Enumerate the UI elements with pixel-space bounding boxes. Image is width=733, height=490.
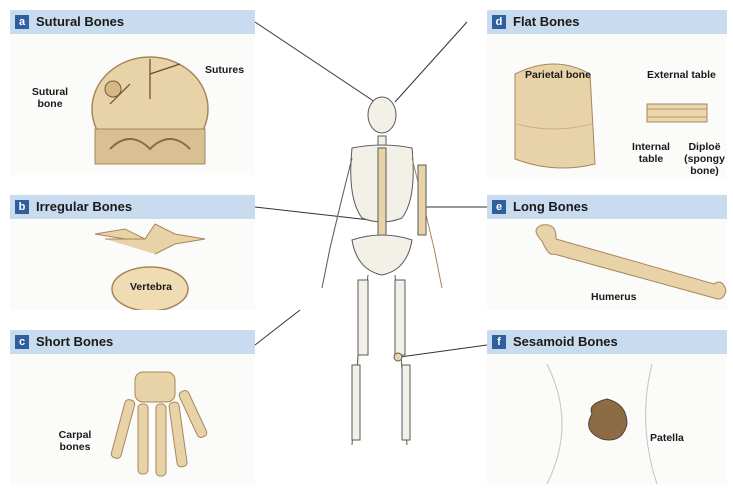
panel-title: Long Bones [513,199,588,214]
label-sutures: Sutures [205,64,244,76]
panel-body: Patella [487,354,727,485]
panel-body: Humerus [487,219,727,310]
panel-title: Irregular Bones [36,199,132,214]
panel-body: Vertebra [10,219,255,310]
panel-sesamoid-bones: f Sesamoid Bones Patella [487,330,727,485]
panel-body: Carpal bones [10,354,255,485]
label-sutural-bone: Sutural bone [30,86,70,110]
knee-illustration [487,354,727,485]
label-internal-table: Internal table [631,141,671,165]
panel-flat-bones: d Flat Bones Parietal bone External tabl… [487,10,727,180]
hand-illustration [10,354,255,485]
panel-letter: a [15,15,29,29]
panel-header: e Long Bones [487,195,727,219]
panel-title: Sesamoid Bones [513,334,618,349]
label-patella: Patella [650,432,684,444]
panel-short-bones: c Short Bones Carpal bones [10,330,255,485]
panel-letter: d [492,15,506,29]
panel-letter: c [15,335,29,349]
label-vertebra: Vertebra [130,281,172,293]
panel-header: b Irregular Bones [10,195,255,219]
panel-body: Sutures Sutural bone [10,34,255,175]
label-humerus: Humerus [591,291,637,303]
label-external-table: External table [647,69,716,81]
label-carpal-bones: Carpal bones [55,429,95,453]
panel-title: Sutural Bones [36,14,124,29]
panel-header: a Sutural Bones [10,10,255,34]
vertebra-illustration [10,219,255,310]
panel-letter: f [492,335,506,349]
panel-irregular-bones: b Irregular Bones Vertebra [10,195,255,310]
panel-title: Short Bones [36,334,113,349]
panel-letter: e [492,200,506,214]
panel-sutural-bones: a Sutural Bones Sutures Sutural bone [10,10,255,175]
panel-header: f Sesamoid Bones [487,330,727,354]
panel-letter: b [15,200,29,214]
panel-title: Flat Bones [513,14,579,29]
panel-body: Parietal bone External table Internal ta… [487,34,727,180]
label-parietal-bone: Parietal bone [525,69,591,81]
panel-header: d Flat Bones [487,10,727,34]
label-diploe: Diploë (spongy bone) [682,141,727,177]
panel-long-bones: e Long Bones Humerus [487,195,727,310]
panel-header: c Short Bones [10,330,255,354]
